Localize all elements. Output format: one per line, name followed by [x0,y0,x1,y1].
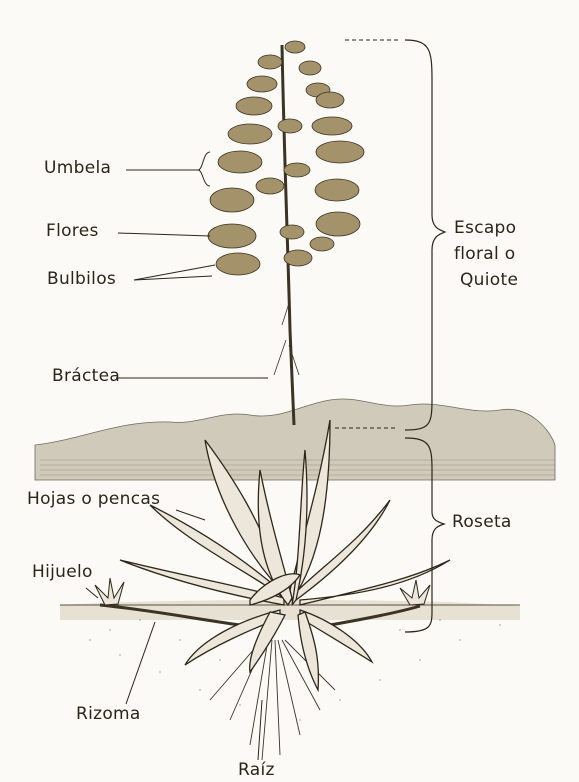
label-roseta: Roseta [452,512,512,532]
label-hojas: Hojas o pencas [27,489,160,509]
label-flores: Flores [46,221,99,241]
mountains [35,399,555,480]
ground [60,600,520,620]
label-umbela: Umbela [44,158,111,178]
label-escapo-2: floral o [454,244,515,264]
escapo-brace [405,40,445,430]
label-raiz: Raíz [238,760,275,780]
label-hijuelo: Hijuelo [32,562,93,582]
label-rizoma: Rizoma [76,704,141,724]
label-escapo-3: Quiote [460,270,518,290]
label-escapo-1: Escapo [454,218,516,238]
label-bulbilos: Bulbilos [47,269,116,289]
label-bractea: Bráctea [52,366,120,386]
